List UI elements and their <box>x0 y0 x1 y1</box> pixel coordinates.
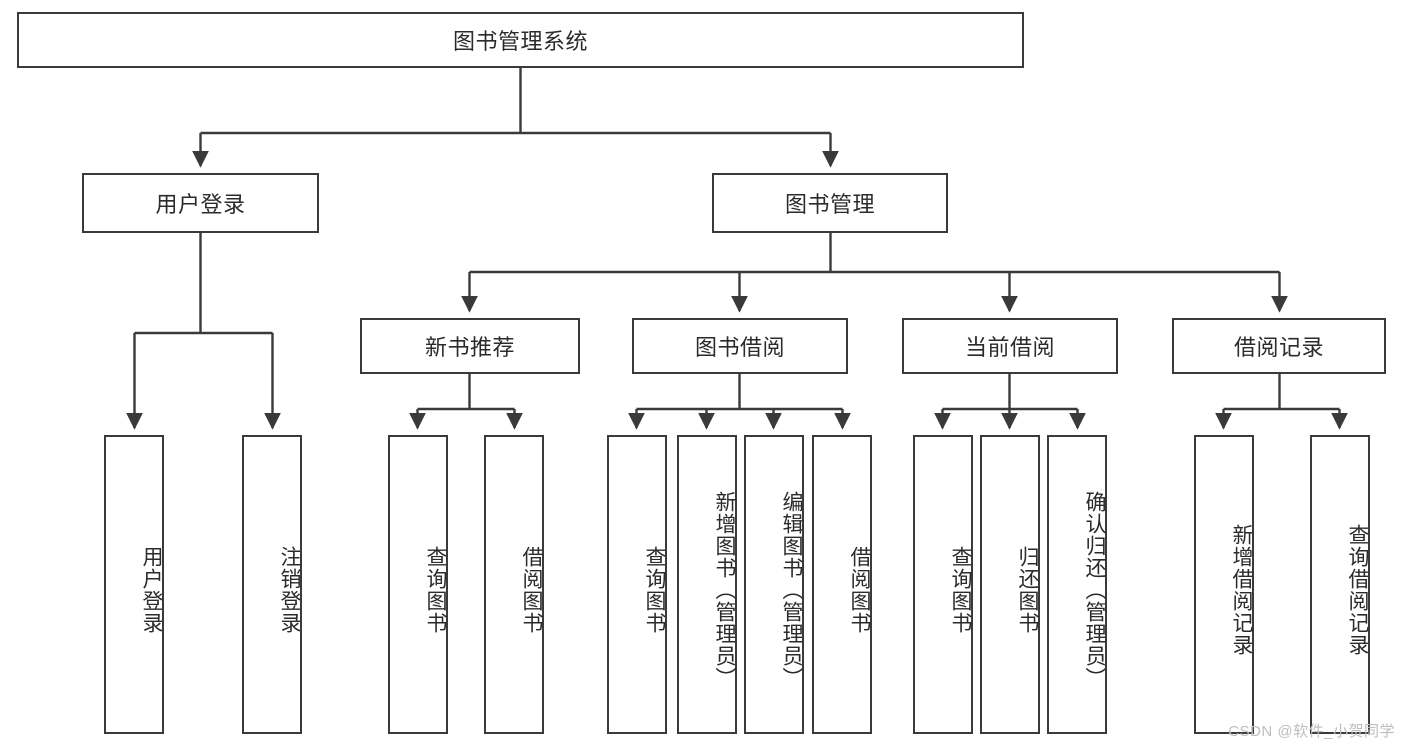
leaf-add-borrow-record[interactable]: 新增借阅记录 <box>1194 435 1254 734</box>
node-label: 注销登录 <box>278 545 301 634</box>
node-label: 确认归还（管理员） <box>1083 490 1106 689</box>
node-label: 借阅图书 <box>520 545 543 634</box>
node-label: 查询借阅记录 <box>1346 523 1369 656</box>
watermark: CSDN @软件_小贺同学 <box>1228 723 1395 740</box>
node-root[interactable]: 图书管理系统 <box>17 12 1024 68</box>
leaf-query-book-new[interactable]: 查询图书 <box>388 435 448 734</box>
leaf-return-book[interactable]: 归还图书 <box>980 435 1040 734</box>
node-level2-user-login[interactable]: 用户登录 <box>82 173 319 233</box>
node-level3-borrow-record[interactable]: 借阅记录 <box>1172 318 1386 374</box>
node-label: 图书管理 <box>784 192 875 217</box>
node-label: 新增借阅记录 <box>1230 523 1253 656</box>
leaf-query-borrow-record[interactable]: 查询借阅记录 <box>1310 435 1370 734</box>
leaf-edit-book-admin[interactable]: 编辑图书（管理员） <box>744 435 804 734</box>
node-label: 借阅图书 <box>848 545 871 634</box>
node-label: 借阅记录 <box>1233 335 1324 360</box>
node-level3-book-borrow[interactable]: 图书借阅 <box>632 318 848 374</box>
node-label: 当前借阅 <box>964 335 1055 360</box>
node-label: 新书推荐 <box>424 335 515 360</box>
leaf-confirm-return-admin[interactable]: 确认归还（管理员） <box>1047 435 1107 734</box>
node-label: 归还图书 <box>1016 545 1039 634</box>
node-label: 查询图书 <box>949 545 972 634</box>
leaf-query-book-borrow[interactable]: 查询图书 <box>607 435 667 734</box>
node-label: 图书借阅 <box>694 335 785 360</box>
node-label: 图书管理系统 <box>452 29 588 54</box>
node-label: 用户登录 <box>140 545 163 634</box>
leaf-add-book-admin[interactable]: 新增图书（管理员） <box>677 435 737 734</box>
leaf-query-book-current[interactable]: 查询图书 <box>913 435 973 734</box>
leaf-borrow-book[interactable]: 借阅图书 <box>812 435 872 734</box>
leaf-logout[interactable]: 注销登录 <box>242 435 302 734</box>
node-level3-current-borrow[interactable]: 当前借阅 <box>902 318 1118 374</box>
node-label: 用户登录 <box>155 192 246 217</box>
node-label: 查询图书 <box>424 545 447 634</box>
node-label: 新增图书（管理员） <box>713 490 736 689</box>
leaf-user-login[interactable]: 用户登录 <box>104 435 164 734</box>
leaf-borrow-book-new[interactable]: 借阅图书 <box>484 435 544 734</box>
node-level3-new-book-recommend[interactable]: 新书推荐 <box>360 318 580 374</box>
node-level2-book-management[interactable]: 图书管理 <box>712 173 948 233</box>
node-label: 查询图书 <box>643 545 666 634</box>
node-label: 编辑图书（管理员） <box>780 490 803 689</box>
